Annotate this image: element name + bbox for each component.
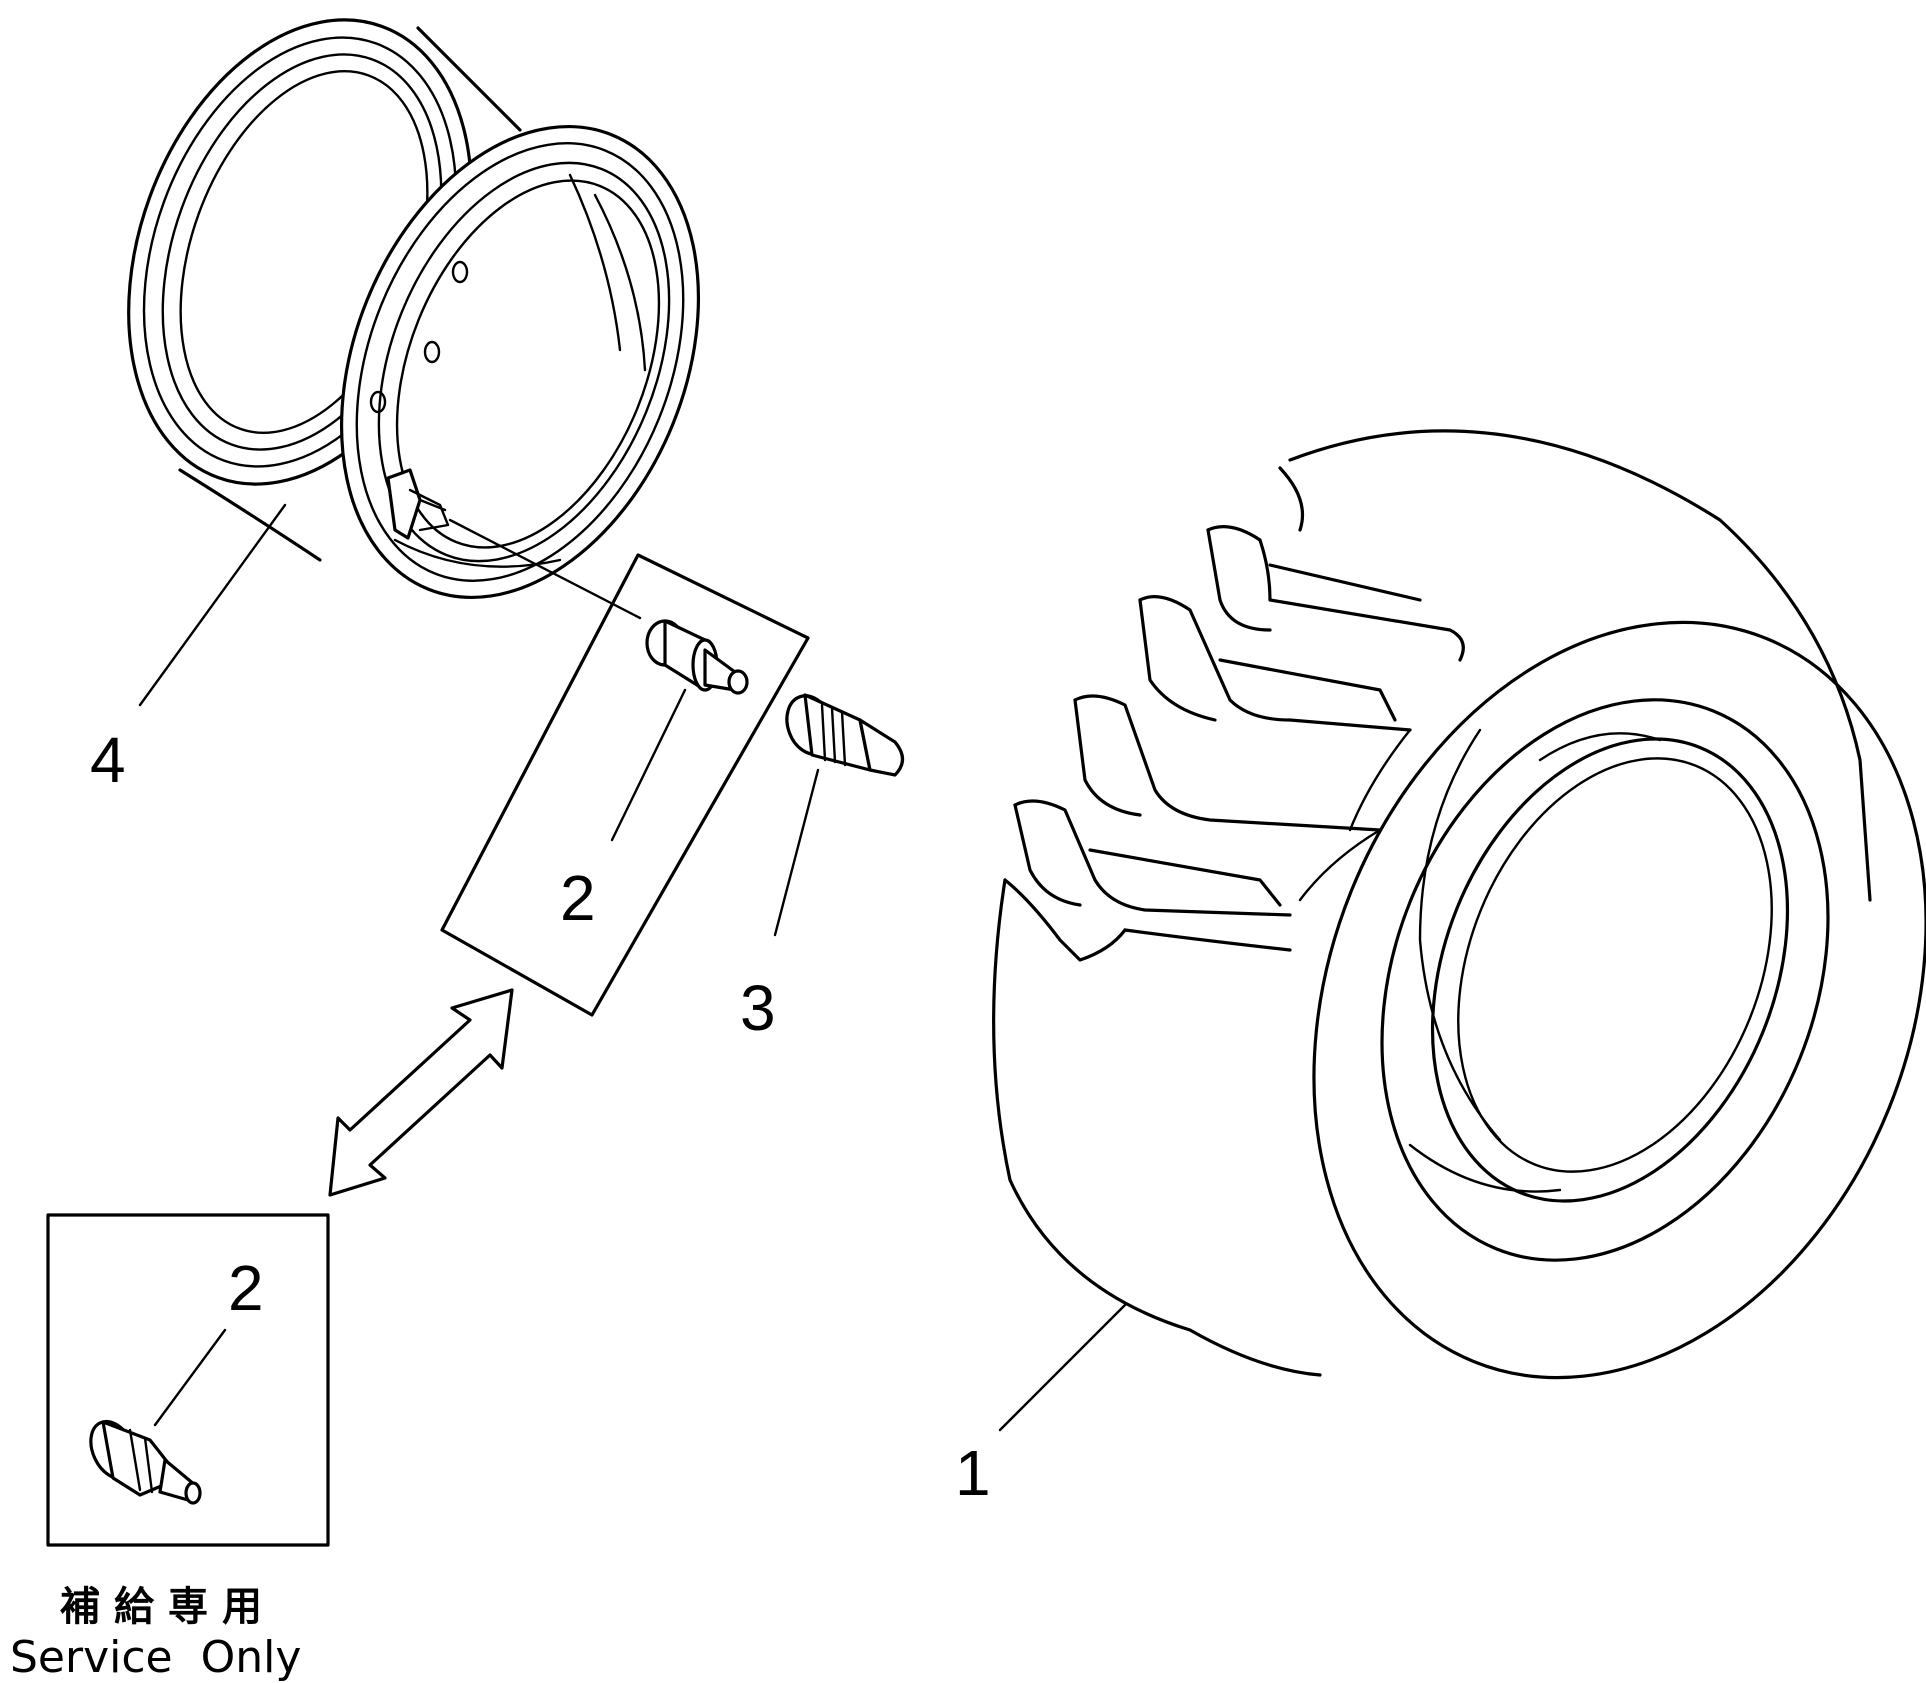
valve-cap <box>773 693 905 937</box>
service-box <box>46 1213 330 1547</box>
callout-tire: 1 <box>955 1437 991 1509</box>
tire <box>992 429 1926 1432</box>
callout-valve: 2 <box>560 862 596 934</box>
service-caption-english: Service Only <box>10 1632 301 1683</box>
rim-leader-line <box>138 503 287 707</box>
valve-box <box>440 553 810 1017</box>
callout-rim: 4 <box>90 724 126 796</box>
interchange-arrow <box>328 988 514 1197</box>
callout-valve-service: 2 <box>228 1252 264 1324</box>
service-caption-japanese: 補給専用 <box>60 1584 276 1630</box>
valve-leader-line <box>448 518 642 620</box>
rim-wheel <box>127 18 701 600</box>
callout-valve-cap: 3 <box>740 972 776 1044</box>
